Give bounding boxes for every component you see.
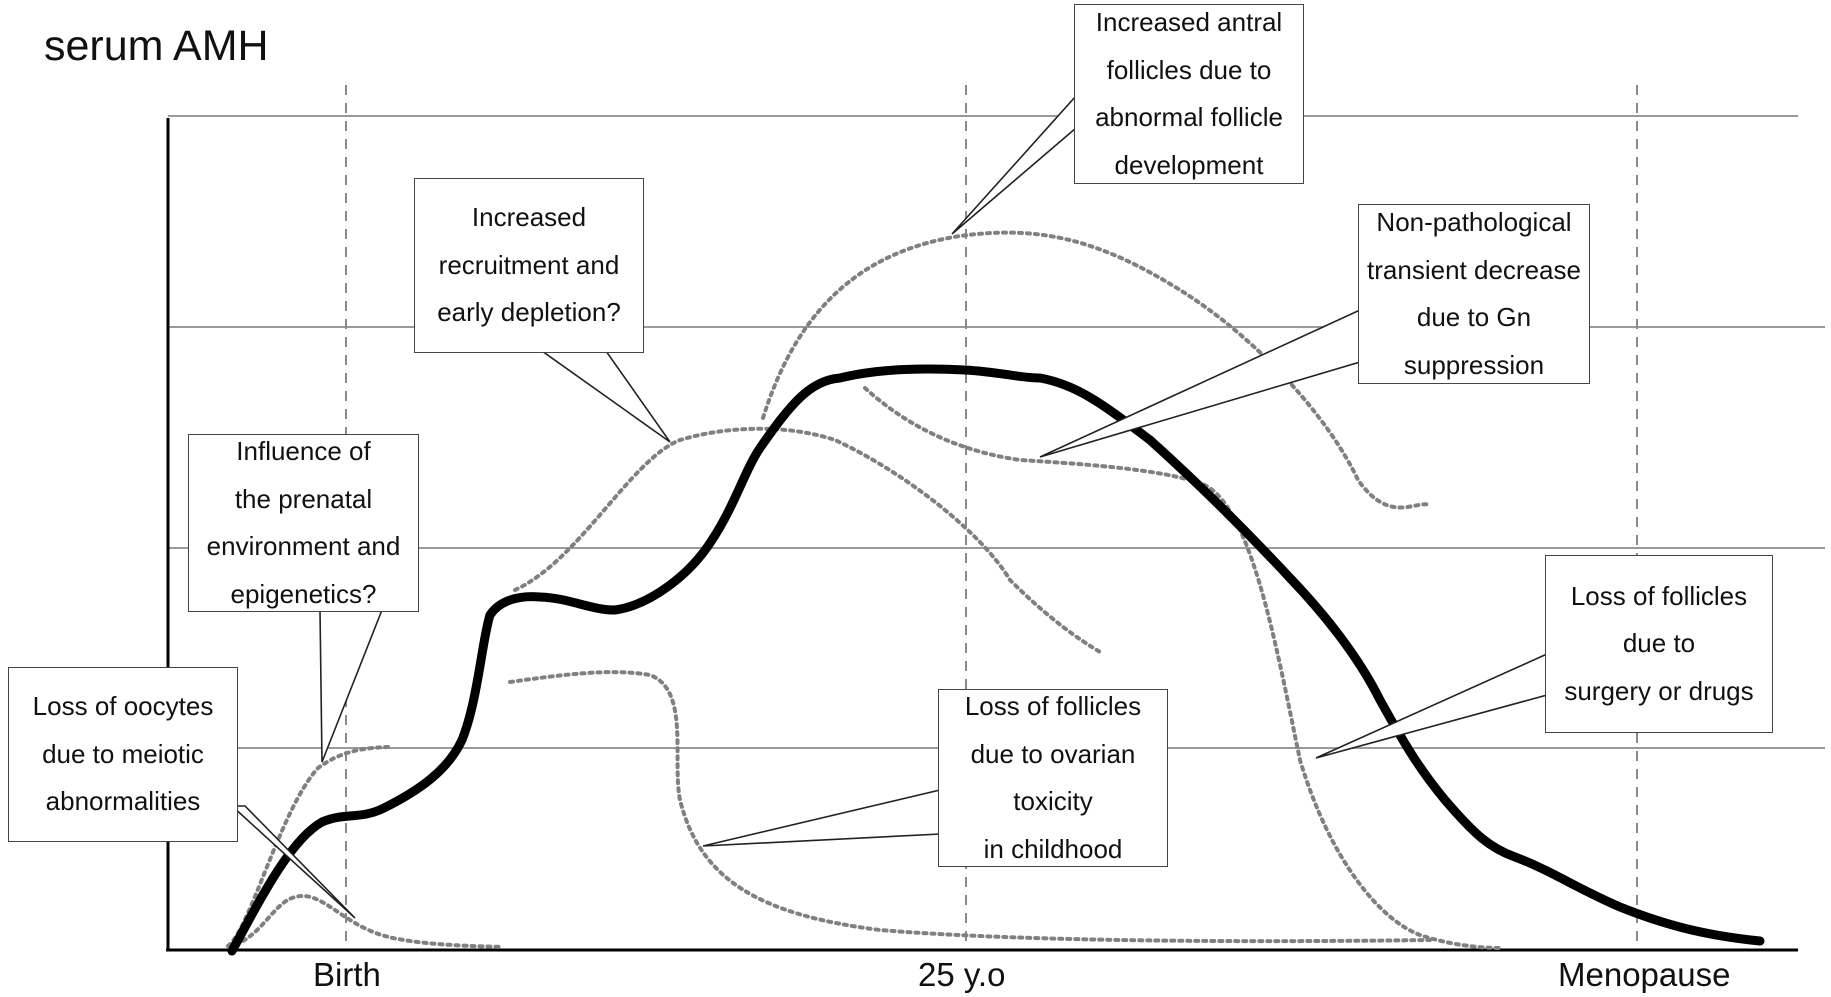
callout-line: Loss of oocytes	[32, 691, 214, 722]
callout-prenatal-environment: Influence of the prenatal environment an…	[188, 434, 419, 612]
callout-line: epigenetics?	[230, 578, 377, 609]
callout-line: surgery or drugs	[1564, 675, 1754, 706]
callout-antral-follicles: Increased antral follicles due to abnorm…	[1074, 4, 1304, 184]
callout-line: environment and	[206, 531, 401, 561]
callout-surgery-or-drugs: Loss of follicles due to surgery or drug…	[1545, 555, 1773, 733]
callout-ovarian-toxicity: Loss of follicles due to ovarian toxicit…	[938, 689, 1168, 867]
callout-line: suppression	[1403, 349, 1545, 380]
typical-amh-curve	[227, 364, 1765, 956]
callout-line: Increased	[471, 202, 587, 233]
surgery-callout-tail	[1315, 652, 1548, 759]
gn-suppression-curve	[863, 386, 1502, 950]
callout-line: abnormalities	[45, 786, 201, 817]
callout-line: recruitment and	[438, 249, 620, 280]
x-tick-menopause: Menopause	[1558, 956, 1731, 993]
prenatal-callout-tail	[319, 609, 384, 763]
meiotic-loss-curve	[226, 893, 504, 949]
callout-line: toxicity	[1013, 786, 1093, 816]
ovarian-toxicity-curve	[508, 670, 1432, 944]
x-tick-birth: Birth	[313, 956, 381, 993]
recruitment-callout-tail	[539, 350, 671, 443]
callout-line: Influence of	[236, 436, 371, 466]
antral-increase-curve	[761, 230, 1432, 510]
callout-line: development	[1114, 149, 1264, 180]
callout-line: the prenatal	[234, 483, 373, 514]
callout-line: due to meiotic	[42, 738, 204, 769]
x-tick-25-years: 25 y.o	[918, 956, 1006, 993]
callout-tails	[229, 93, 1548, 919]
callout-line: Non-pathological	[1376, 207, 1572, 237]
callout-line: Loss of follicles	[964, 691, 1142, 721]
toxicity-callout-tail	[702, 788, 941, 847]
callout-line: transient decrease	[1367, 254, 1581, 285]
callout-gn-suppression: Non-pathological transient decrease due …	[1358, 204, 1590, 384]
callout-line: follicles due to	[1106, 54, 1272, 85]
callout-line: due to Gn	[1416, 302, 1532, 332]
gn-callout-tail	[1039, 308, 1361, 458]
callout-line: due to ovarian	[970, 738, 1136, 769]
callout-line: in childhood	[983, 833, 1123, 864]
recruitment-depletion-curve	[513, 426, 1102, 654]
callout-line: Loss of follicles	[1570, 580, 1748, 611]
meiotic-callout-tail	[229, 805, 356, 919]
callout-line: abnormal follicle	[1095, 102, 1283, 132]
callout-line: Increased antral	[1095, 7, 1283, 37]
y-axis-label: serum AMH	[44, 22, 269, 70]
callout-line: due to	[1622, 628, 1696, 659]
callout-line: early depletion?	[437, 297, 621, 328]
callout-increased-recruitment: Increased recruitment and early depletio…	[414, 178, 644, 353]
callout-meiotic-abnormalities: Loss of oocytes due to meiotic abnormali…	[8, 667, 238, 842]
